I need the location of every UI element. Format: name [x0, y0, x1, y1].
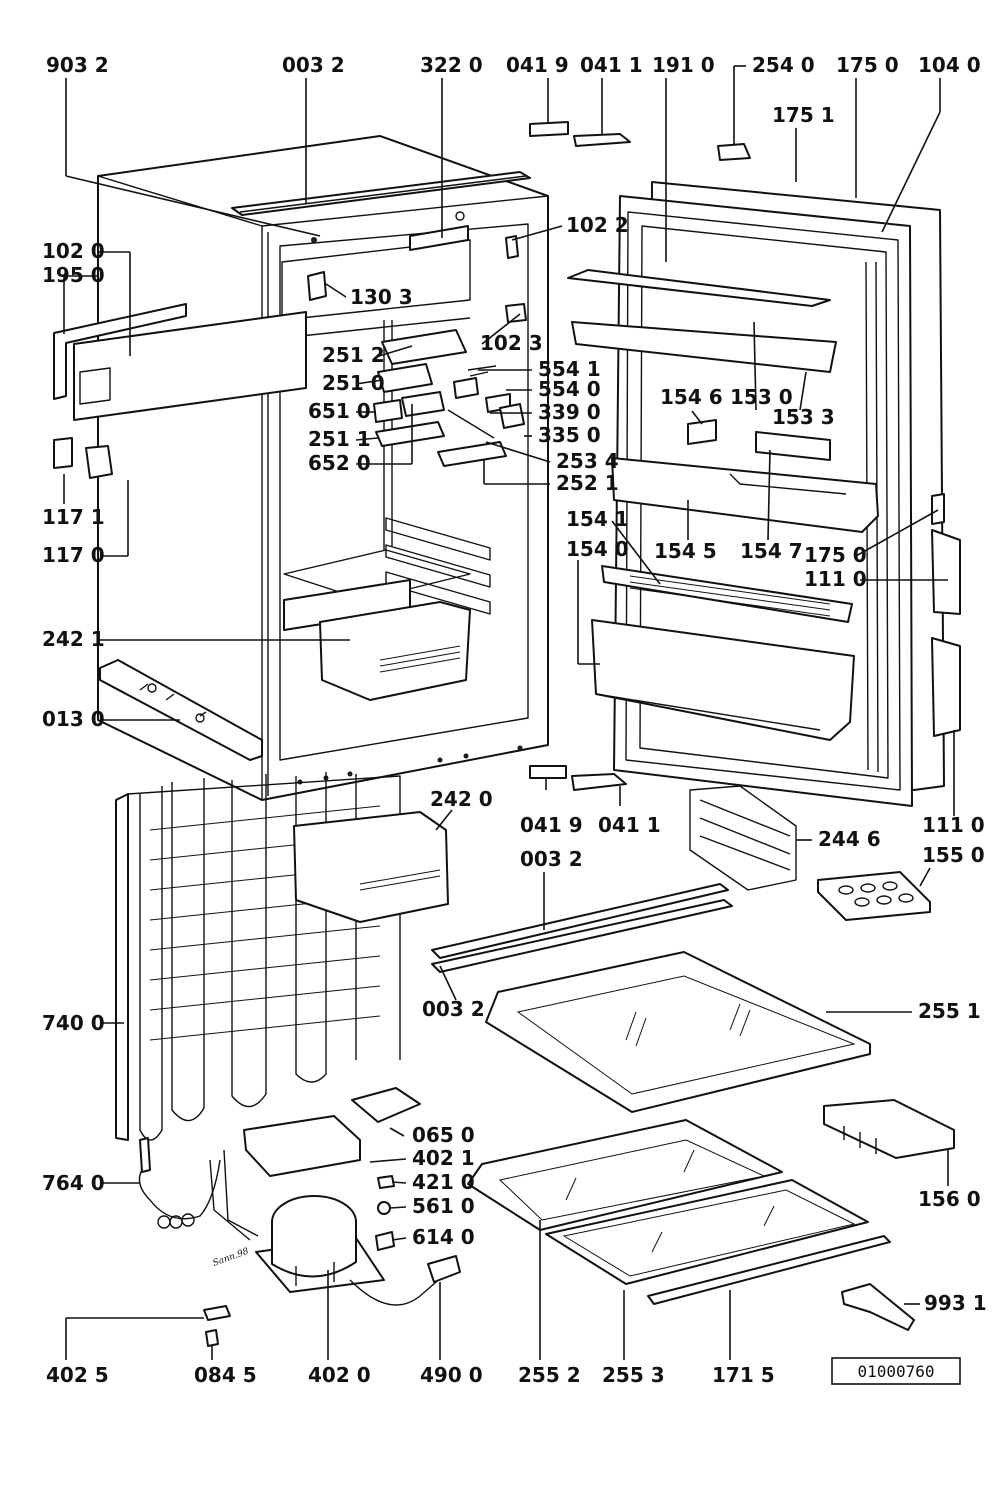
label-561-0: 561 0: [412, 1194, 475, 1218]
glass-shelf-255-2: [467, 1119, 783, 1231]
label-154-7: 154 7: [740, 539, 803, 563]
label-339-0: 339 0: [538, 400, 601, 424]
label-614-0: 614 0: [412, 1225, 475, 1249]
label-065-0: 065 0: [412, 1123, 475, 1147]
label-102-2: 102 2: [566, 213, 629, 237]
label-003-2-bot: 003 2: [422, 997, 485, 1021]
label-251-0: 251 0: [322, 371, 385, 395]
label-013-0: 013 0: [42, 707, 105, 731]
label-651-0: 651 0: [308, 399, 371, 423]
crisper-242-1: [283, 579, 471, 701]
label-191-0: 191 0: [652, 53, 715, 77]
label-255-3: 255 3: [602, 1363, 665, 1387]
label-111-0-bot: 111 0: [922, 813, 985, 837]
label-171-5: 171 5: [712, 1363, 775, 1387]
label-255-1: 255 1: [918, 999, 981, 1023]
label-117-1: 117 1: [42, 505, 105, 529]
shelf-rails-003-2: [431, 883, 733, 973]
label-903-2: 903 2: [46, 53, 109, 77]
label-175-1: 175 1: [772, 103, 835, 127]
label-195-0: 195 0: [42, 263, 105, 287]
label-335-0: 335 0: [538, 423, 601, 447]
label-041-9-bot: 041 9: [520, 813, 583, 837]
condenser-740-0: [115, 772, 401, 1141]
label-251-2: 251 2: [322, 343, 385, 367]
label-322-0: 322 0: [420, 53, 483, 77]
label-402-1: 402 1: [412, 1146, 475, 1170]
label-251-1: 251 1: [308, 427, 371, 451]
label-041-1-top: 041 1: [580, 53, 643, 77]
hinge-parts-117: [53, 437, 113, 479]
label-554-0: 554 0: [538, 377, 601, 401]
control-components: [307, 225, 527, 467]
label-003-2-mid: 003 2: [520, 847, 583, 871]
label-084-5: 084 5: [194, 1363, 257, 1387]
label-253-4: 253 4: [556, 449, 619, 473]
label-104-0: 104 0: [918, 53, 981, 77]
label-175-0-mid: 175 0: [804, 543, 867, 567]
label-242-0: 242 0: [430, 787, 493, 811]
label-402-5: 402 5: [46, 1363, 109, 1387]
egg-tray-155-0: [817, 871, 931, 921]
label-154-1: 154 1: [566, 507, 629, 531]
label-421-0: 421 0: [412, 1170, 475, 1194]
crisper-242-0: [293, 811, 449, 923]
label-111-0-mid: 111 0: [804, 567, 867, 591]
label-652-0: 652 0: [308, 451, 371, 475]
label-102-0: 102 0: [42, 239, 105, 263]
label-102-3: 102 3: [480, 331, 543, 355]
label-117-0: 117 0: [42, 543, 105, 567]
label-153-0: 153 0: [730, 385, 793, 409]
label-041-1-bot: 041 1: [598, 813, 661, 837]
part-number-labels: 903 2 003 2 322 0 041 9 041 1 191 0 254 …: [42, 53, 987, 1387]
label-041-9-top: 041 9: [506, 53, 569, 77]
door-assembly: [529, 121, 961, 807]
ice-tray-156-0: [823, 1099, 955, 1159]
leader-lines: [63, 65, 955, 1360]
label-154-5: 154 5: [654, 539, 717, 563]
side-trim-panel: [53, 303, 307, 421]
label-993-1: 993 1: [924, 1291, 987, 1315]
compressor-group: Sann.98: [138, 1087, 461, 1347]
label-175-0-top: 175 0: [836, 53, 899, 77]
glass-shelf-255-1: [485, 951, 871, 1113]
label-154-0: 154 0: [566, 537, 629, 561]
label-130-3: 130 3: [350, 285, 413, 309]
trim-strip-171-5: [647, 1235, 891, 1305]
label-255-2: 255 2: [518, 1363, 581, 1387]
label-156-0: 156 0: [918, 1187, 981, 1211]
label-003-2-top: 003 2: [282, 53, 345, 77]
label-554-1: 554 1: [538, 357, 601, 381]
label-155-0: 155 0: [922, 843, 985, 867]
signature: Sann.98: [212, 1247, 251, 1269]
drawing-reference-number: 01000760: [857, 1362, 934, 1381]
wire-rack-244-6: [689, 785, 797, 891]
label-244-6: 244 6: [818, 827, 881, 851]
glass-shelf-255-3: [545, 1179, 869, 1285]
label-252-1: 252 1: [556, 471, 619, 495]
label-764-0: 764 0: [42, 1171, 105, 1195]
label-490-0: 490 0: [420, 1363, 483, 1387]
scraper-993-1: [841, 1283, 915, 1331]
label-254-0: 254 0: [752, 53, 815, 77]
label-402-0: 402 0: [308, 1363, 371, 1387]
label-740-0: 740 0: [42, 1011, 105, 1035]
label-242-1: 242 1: [42, 627, 105, 651]
drawing-reference-box: 01000760: [831, 1357, 961, 1385]
label-154-6: 154 6: [660, 385, 723, 409]
label-153-3: 153 3: [772, 405, 835, 429]
